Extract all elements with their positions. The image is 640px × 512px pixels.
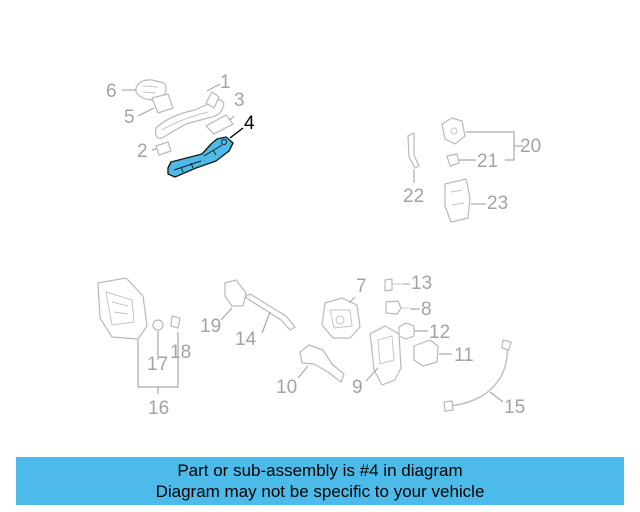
callout-13: 13: [411, 273, 432, 294]
part-18-clip[interactable]: [170, 315, 181, 329]
callout-23: 23: [487, 193, 508, 214]
callout-4: 4: [244, 113, 255, 134]
part-10-bracket[interactable]: [299, 344, 345, 383]
part-1-outer-handle[interactable]: [155, 91, 225, 139]
banner-line-1: Part or sub-assembly is #4 in diagram: [177, 461, 463, 480]
callout-9: 9: [352, 377, 363, 398]
part-6-handle-cap[interactable]: [135, 79, 167, 101]
part-13-screw[interactable]: [384, 278, 402, 292]
part-23-striker[interactable]: [444, 178, 471, 223]
callout-15: 15: [504, 397, 525, 418]
leader-lines-handle: [122, 83, 244, 151]
part-15-cable[interactable]: [443, 339, 512, 412]
callout-6: 6: [106, 81, 117, 102]
part-20-bracket[interactable]: [441, 117, 466, 145]
callout-10: 10: [276, 377, 297, 398]
leader-lines-inner-handle: [137, 331, 179, 394]
callout-12: 12: [429, 322, 450, 343]
callout-11: 11: [454, 345, 474, 366]
callout-1: 1: [220, 72, 231, 93]
leader-lines-13-8: [403, 283, 420, 310]
part-16-inner-handle-assembly[interactable]: [97, 277, 148, 340]
callout-16: 16: [148, 398, 169, 419]
banner-line-2: Diagram may not be specific to your vehi…: [155, 482, 485, 501]
part-9-lock-actuator[interactable]: [369, 325, 402, 386]
callout-19: 19: [200, 316, 221, 337]
part-5-handle-insert[interactable]: [151, 93, 174, 114]
leader-10: [297, 365, 309, 379]
callout-7: 7: [356, 276, 367, 297]
callout-20: 20: [520, 136, 541, 157]
callout-21: 21: [477, 151, 498, 172]
callout-2: 2: [137, 141, 148, 162]
part-4-handle-frame-highlighted[interactable]: [167, 136, 234, 178]
leader-lines-19-14: [220, 307, 271, 334]
callout-17: 17: [147, 354, 168, 375]
part-19-bracket[interactable]: [224, 279, 247, 307]
leader-7: [348, 296, 356, 304]
part-21-clip[interactable]: [446, 153, 460, 167]
callout-22: 22: [403, 186, 424, 207]
part-12-bolt[interactable]: [398, 322, 415, 340]
part-2-gasket[interactable]: [155, 141, 172, 156]
callout-18: 18: [170, 342, 191, 363]
info-banner: Part or sub-assembly is #4 in diagram Di…: [16, 457, 624, 505]
part-11-bracket[interactable]: [413, 339, 439, 367]
part-22-rod[interactable]: [407, 132, 420, 169]
callout-5: 5: [124, 107, 135, 128]
leader-9: [365, 367, 379, 382]
leader-lines-striker: [413, 131, 523, 205]
part-7-door-latch[interactable]: [321, 297, 361, 339]
part-8-bolt[interactable]: [385, 300, 409, 315]
callout-8: 8: [421, 299, 432, 320]
part-17-clip[interactable]: [152, 319, 164, 331]
part-3-handle-gasket[interactable]: [205, 114, 234, 135]
callout-3: 3: [234, 90, 245, 111]
callout-14: 14: [235, 329, 257, 350]
leader-15: [489, 391, 504, 403]
